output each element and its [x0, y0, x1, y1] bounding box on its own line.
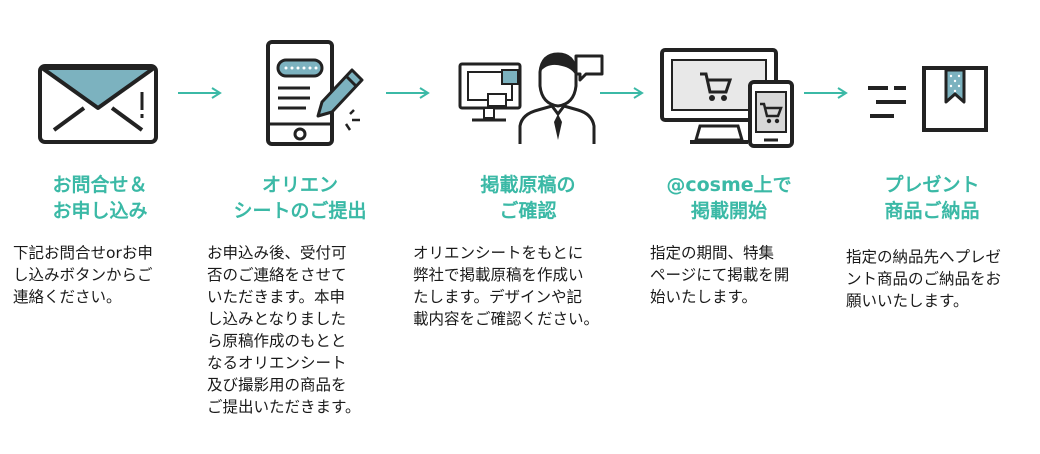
- step-title: 掲載原稿の ご確認: [480, 174, 576, 222]
- person-monitor-icon: [458, 52, 604, 144]
- monitor-cart-icon: [660, 48, 794, 148]
- arrow-right-icon: [804, 87, 848, 99]
- step-title: プレゼント 商品ご納品: [884, 174, 980, 222]
- step-description: お申込み後、受付可 否のご連絡をさせて いただきます。本申 し込みとなりました …: [207, 244, 361, 416]
- envelope-icon: [38, 64, 158, 144]
- step-description: 指定の納品先へプレゼ ント商品のご納品をお 願いいたします。: [846, 248, 1002, 310]
- step-title: オリエン シートのご提出: [233, 174, 367, 222]
- arrow-right-icon: [178, 87, 222, 99]
- step-description: 下記お問合せorお申 し込みボタンからご 連絡ください。: [13, 244, 153, 306]
- step-description: 指定の期間、特集 ページにて掲載を開 始いたします。: [650, 244, 790, 306]
- step-title: お問合せ＆ お申し込み: [52, 174, 148, 222]
- step-description: オリエンシートをもとに 弊社で掲載原稿を作成い たします。デザインや記 載内容を…: [413, 244, 600, 328]
- step-title: @cosme上で 掲載開始: [666, 174, 792, 222]
- arrow-right-icon: [386, 87, 430, 99]
- delivery-box-icon: [868, 66, 988, 132]
- tablet-pen-icon: [266, 40, 364, 146]
- arrow-right-icon: [600, 87, 644, 99]
